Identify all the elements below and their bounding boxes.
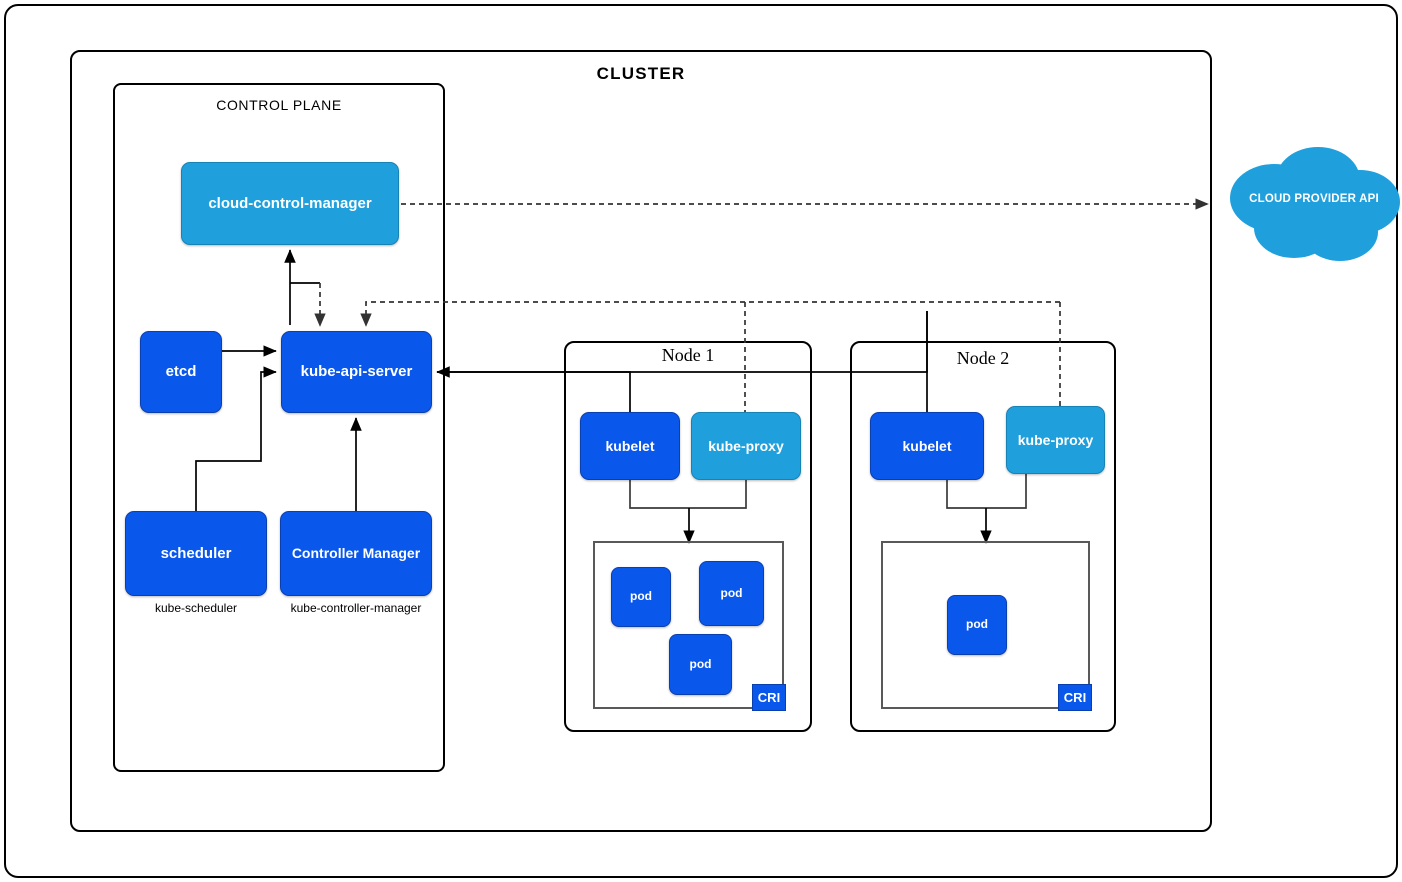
node-2-cri-badge: CRI xyxy=(1058,684,1092,711)
cluster-title: CLUSTER xyxy=(596,64,686,83)
node-1-title: Node 1 xyxy=(661,345,715,365)
etcd-box[interactable]: etcd xyxy=(140,331,222,413)
kube-scheduler-sub-label: kube-scheduler xyxy=(154,601,238,615)
node-2-kubelet-box[interactable]: kubelet xyxy=(870,412,984,480)
cluster-frame xyxy=(70,50,1212,832)
node-1-cri-badge: CRI xyxy=(752,684,786,711)
kube-api-server-box[interactable]: kube-api-server xyxy=(281,331,432,413)
node-1-pod[interactable]: pod xyxy=(611,567,671,627)
node-1-pod[interactable]: pod xyxy=(699,561,764,626)
node-1-cri-frame xyxy=(593,541,784,709)
cloud-provider-api-label: CLOUD PROVIDER API xyxy=(1249,193,1379,205)
kube-controller-manager-sub-label: kube-controller-manager xyxy=(290,601,422,615)
cloud-provider-api-icon[interactable] xyxy=(1222,136,1402,270)
control-plane-title: CONTROL PLANE xyxy=(216,97,342,113)
node-2-frame xyxy=(850,341,1116,732)
controller-manager-box[interactable]: Controller Manager xyxy=(280,511,432,596)
node-1-pod[interactable]: pod xyxy=(669,634,732,695)
node-2-cri-frame xyxy=(881,541,1090,709)
node-1-kube-proxy-box[interactable]: kube-proxy xyxy=(691,412,801,480)
node-2-kube-proxy-box[interactable]: kube-proxy xyxy=(1006,406,1105,474)
scheduler-box[interactable]: scheduler xyxy=(125,511,267,596)
node-2-pod[interactable]: pod xyxy=(947,595,1007,655)
control-plane-frame xyxy=(113,83,445,772)
outer-frame xyxy=(4,4,1398,878)
cloud-control-manager-box[interactable]: cloud-control-manager xyxy=(181,162,399,245)
node-2-title: Node 2 xyxy=(956,348,1010,368)
node-1-kubelet-box[interactable]: kubelet xyxy=(580,412,680,480)
